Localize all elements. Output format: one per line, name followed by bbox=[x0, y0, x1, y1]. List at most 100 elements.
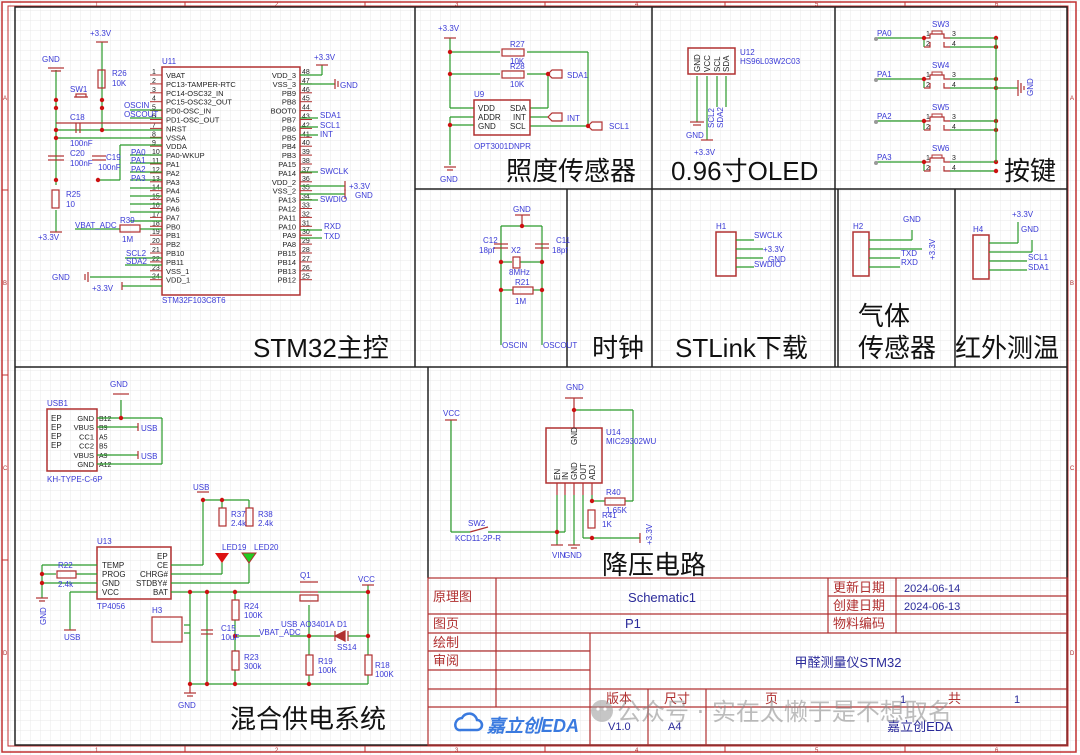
c11-ref: C11 bbox=[556, 236, 571, 245]
pin-number: 4 bbox=[152, 96, 156, 103]
svg-text:3: 3 bbox=[952, 155, 956, 162]
usb-pin-number: A12 bbox=[99, 462, 112, 469]
c12-value: 18pf bbox=[479, 246, 495, 255]
usb1-pin-ep: EP bbox=[51, 441, 62, 450]
light-sensor-block: +3.3V R27 10K R28 10K U9 VDD ADDR GND SD… bbox=[438, 24, 636, 186]
x2-value: 8MHz bbox=[509, 268, 530, 277]
r37-value: 2.4k bbox=[231, 519, 247, 528]
pin-name: VDD_3 bbox=[272, 71, 296, 80]
pin-number: 8 bbox=[152, 131, 156, 138]
switch-ref: SW4 bbox=[932, 61, 950, 70]
pin-name: PA15 bbox=[278, 160, 296, 169]
r26-ref: R26 bbox=[112, 69, 127, 78]
oscin-label: OSCIN bbox=[502, 341, 528, 350]
h2-body bbox=[852, 231, 870, 277]
pin-name: PD1-OSC_OUT bbox=[166, 116, 220, 125]
pin-name: PB0 bbox=[166, 222, 180, 231]
led19-ref: LED19 bbox=[222, 543, 247, 552]
r22-value: 2.4k bbox=[58, 580, 74, 589]
c11-value: 18pf bbox=[552, 246, 568, 255]
r41-value: 1K bbox=[602, 520, 612, 529]
pin-name: PB15 bbox=[278, 249, 296, 258]
column-marker: 1 bbox=[95, 2, 99, 8]
v33-label: +3.3V bbox=[763, 245, 785, 254]
project-title: 甲醛测量仪STM32 bbox=[795, 655, 902, 670]
r37-ref: R37 bbox=[231, 510, 246, 519]
r22-ref: R22 bbox=[58, 561, 73, 570]
gnd-label: GND bbox=[513, 205, 531, 214]
gnd-label: GND bbox=[440, 175, 458, 184]
switch-ref: SW5 bbox=[932, 103, 950, 112]
pin-name: VDDA bbox=[166, 142, 187, 151]
cloud-logo-icon bbox=[454, 712, 484, 732]
gnd-label: GND bbox=[355, 191, 373, 200]
pin-name: BOOT0 bbox=[271, 107, 296, 116]
pin-number: 25 bbox=[302, 274, 310, 281]
usb1-ref: USB1 bbox=[47, 399, 68, 408]
h4-body bbox=[972, 234, 990, 280]
pin-name: PB4 bbox=[282, 142, 296, 151]
usb1-body bbox=[46, 408, 98, 472]
r25-ref: R25 bbox=[66, 190, 81, 199]
c15-value: 10uF bbox=[221, 633, 239, 642]
u14-part: MIC29302WU bbox=[606, 437, 656, 446]
pin-number: 46 bbox=[302, 87, 310, 94]
block-title-clock: 时钟 bbox=[592, 333, 644, 363]
row-marker: B bbox=[1070, 281, 1074, 287]
pin-name: PB9 bbox=[282, 89, 296, 98]
int-label: INT bbox=[320, 130, 333, 139]
pin-name: PB10 bbox=[166, 249, 184, 258]
usb-pin-name: GND bbox=[77, 414, 94, 423]
usb-label: USB bbox=[141, 452, 157, 461]
updated-label: 更新日期 bbox=[833, 580, 885, 595]
usb-label: USB bbox=[64, 633, 80, 642]
pin-name: PB3 bbox=[282, 151, 296, 160]
type-label: 原理图 bbox=[433, 589, 472, 604]
pin-number: 15 bbox=[152, 194, 160, 201]
pin-name: PB1 bbox=[166, 231, 180, 240]
swclk-label: SWCLK bbox=[320, 167, 349, 176]
created-date: 2024-06-13 bbox=[904, 601, 960, 613]
u11-part: STM32F103C8T6 bbox=[162, 296, 226, 305]
pa2-label: PA2 bbox=[131, 165, 146, 174]
pin-name: PA2 bbox=[166, 169, 180, 178]
pin-number: 26 bbox=[302, 265, 310, 272]
gnd-label: GND bbox=[42, 55, 60, 64]
logo-text: 嘉立创EDA bbox=[486, 716, 579, 736]
row-marker: C bbox=[3, 466, 8, 472]
pin-name: PB14 bbox=[278, 258, 296, 267]
u13-pin-ep: EP bbox=[157, 552, 168, 561]
u12-pin-sda: SDA bbox=[722, 55, 731, 72]
v33-label: +3.3V bbox=[1012, 210, 1034, 219]
watermark: 公众号 · 实在太懒于是不想取名 bbox=[591, 698, 952, 726]
column-marker: 6 bbox=[995, 748, 999, 754]
pin-name: PB8 bbox=[282, 98, 296, 107]
page-num-label: 页 bbox=[765, 691, 778, 706]
pin-number: 3 bbox=[152, 87, 156, 94]
u9-pin-vdd: VDD bbox=[478, 104, 495, 113]
scl1-label: SCL1 bbox=[1028, 253, 1049, 262]
pin-number: 36 bbox=[302, 176, 310, 183]
pin-name: VDD_2 bbox=[272, 178, 296, 187]
block-title-light: 照度传感器 bbox=[506, 156, 636, 186]
pin-number: 17 bbox=[152, 211, 160, 218]
review-label: 审阅 bbox=[433, 653, 459, 668]
usb-pin-name: GND bbox=[77, 460, 94, 469]
block-title-gas-line2: 传感器 bbox=[858, 333, 936, 363]
u11-right-pins: 48VDD_347VSS_346PB945PB844BOOT043PB742PB… bbox=[271, 69, 312, 285]
column-marker: 5 bbox=[815, 748, 819, 754]
version-value: V1.0 bbox=[608, 721, 631, 733]
svg-text:3: 3 bbox=[952, 72, 956, 79]
pin-number: 35 bbox=[302, 185, 310, 192]
pin-number: 32 bbox=[302, 211, 310, 218]
oled-block: GND VCC SCL SDA U12 HS96L03W2C03 SCL2 SD… bbox=[671, 47, 818, 186]
txd-label: TXD bbox=[901, 249, 917, 258]
pa1-label: PA1 bbox=[131, 156, 146, 165]
r39-value: 1M bbox=[122, 235, 133, 244]
pin-name: PB12 bbox=[278, 276, 296, 285]
v33-label: +3.3V bbox=[694, 148, 716, 157]
h1-body bbox=[715, 231, 737, 277]
